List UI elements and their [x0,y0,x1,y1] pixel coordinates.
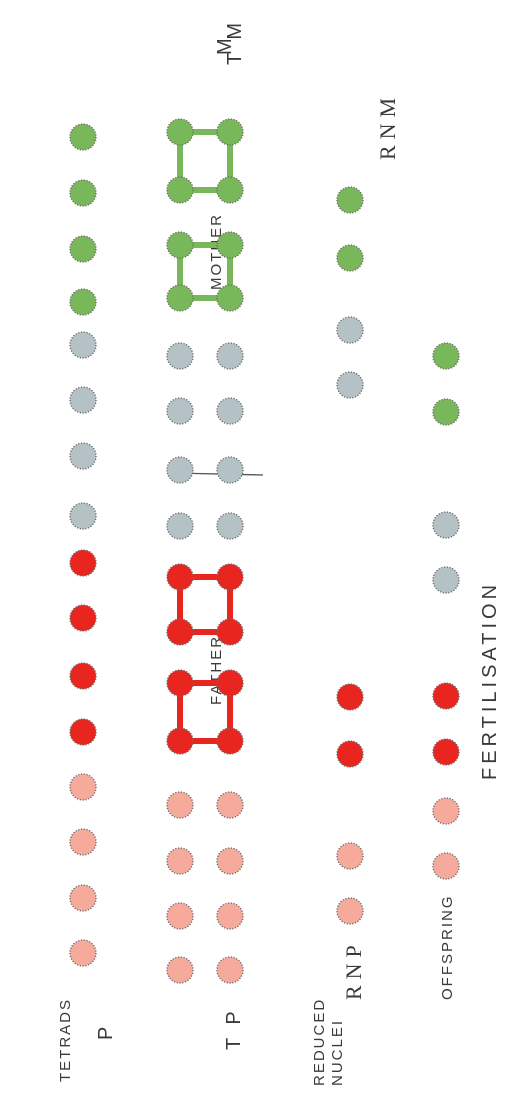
tetrad-chromosome [166,231,194,259]
tetrad-chromosome [216,456,244,484]
reduced-chromosome [336,244,364,272]
reduced-chromosome [336,371,364,399]
offspring-chromosome [432,398,460,426]
rnm-label: RNM [375,92,400,160]
tetrad-chromosome [216,902,244,930]
tm-label: T M [224,19,246,65]
reduced-chromosome [336,842,364,870]
tetrad-chromosome [216,956,244,984]
tetrad-chromosome [166,563,194,591]
parent-chromosome [69,604,97,632]
tetrad-chromosome [166,176,194,204]
offspring-chromosome [432,797,460,825]
tetrad-chromosome [216,563,244,591]
reduced-chromosome [336,740,364,768]
tetrad-chromosome [216,669,244,697]
parent-chromosome [69,442,97,470]
offspring-chromosome [432,682,460,710]
parent-chromosome [69,718,97,746]
tetrad-chromosome [166,669,194,697]
reduced-label: REDUCED [311,998,328,1086]
tetrad-chromosome [216,284,244,312]
tetrad-chromosome [166,727,194,755]
tetrad-chromosome [216,791,244,819]
tetrad-chromosome [216,231,244,259]
offspring-chromosome [432,738,460,766]
father-label: FATHER [208,635,225,705]
tetrad-chromosome [216,727,244,755]
tetrad-chromosome [216,176,244,204]
parent-chromosome [69,288,97,316]
reduced-chromosome [336,683,364,711]
m-label: M [214,34,236,55]
parent-chromosome [69,386,97,414]
tetrad-chromosome [166,791,194,819]
parent-chromosome [69,773,97,801]
mother-label: MOTHER [208,213,225,290]
offspring-chromosome [432,342,460,370]
tetrad-chromosome [166,342,194,370]
parent-chromosome [69,123,97,151]
tetrad-chromosome [166,847,194,875]
tetrad-chromosome [216,342,244,370]
parent-chromosome [69,939,97,967]
tetrad-chromosome [166,456,194,484]
tetrads-label: TETRADS [57,998,74,1082]
tetrad-chromosome [166,397,194,425]
reduced-chromosome [336,186,364,214]
parent-chromosome [69,502,97,530]
parent-chromosome [69,549,97,577]
parent-chromosome [69,884,97,912]
nuclei-label: NUCLEI [329,1019,346,1086]
parent-chromosome [69,828,97,856]
p-label: P [95,1023,117,1040]
fertilisation-label: FERTILISATION [479,581,501,780]
offspring-chromosome [432,852,460,880]
reduced-chromosome [336,316,364,344]
parent-chromosome [69,179,97,207]
tetrad-chromosome [166,512,194,540]
tetrad-chromosome [166,618,194,646]
parent-chromosome [69,662,97,690]
parent-chromosome [69,235,97,263]
tetrad-chromosome [166,902,194,930]
rnp-label: RNP [341,939,366,1000]
tetrad-chromosome [216,397,244,425]
parent-chromosome [69,331,97,359]
tetrad-chromosome [166,284,194,312]
tetrad-chromosome [166,956,194,984]
tetrad-chromosome [216,118,244,146]
tetrad-chromosome [216,847,244,875]
offspring-label: OFFSPRING [439,894,456,1000]
chromosome-circles [69,118,460,984]
tetrad-chromosome [216,618,244,646]
offspring-chromosome [432,511,460,539]
reduced-chromosome [336,897,364,925]
offspring-chromosome [432,566,460,594]
tetrad-chromosome [216,512,244,540]
tp-label: T P [223,1007,245,1050]
tetrad-chromosome [166,118,194,146]
